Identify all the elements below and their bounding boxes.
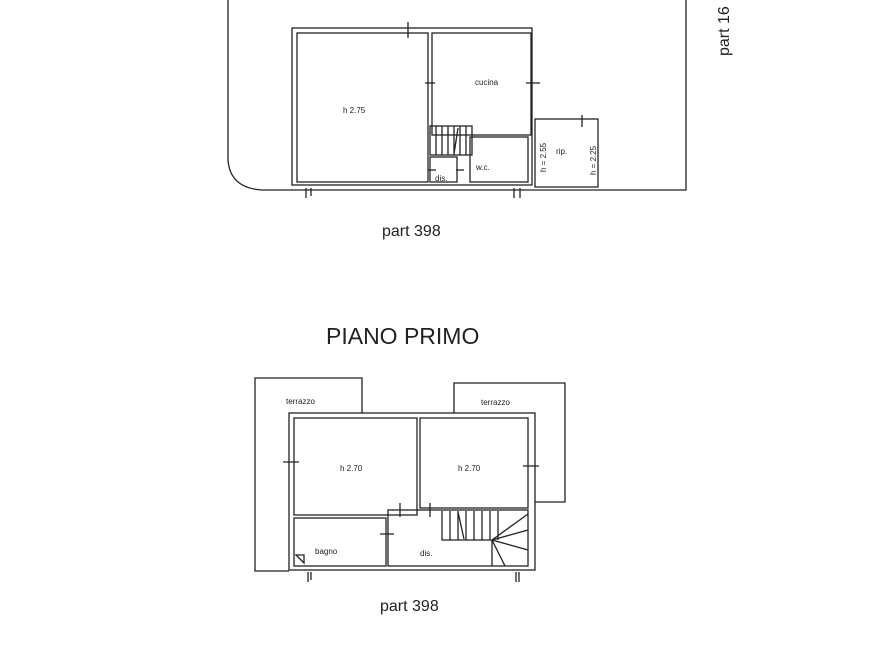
wall-ticks: [305, 188, 521, 198]
label-hall: dis.: [435, 174, 447, 183]
ground-floor-plan: h 2.75 cucina w.c. dis. rip. h = 2.55 h …: [291, 22, 599, 198]
label-bathroom: bagno: [315, 547, 338, 556]
room-storage: [534, 118, 599, 188]
label-terrace-right: terrazzo: [481, 398, 510, 407]
stairs: [429, 125, 473, 156]
label-hall-first: dis.: [420, 549, 432, 558]
parcel-label-first: part 398: [380, 598, 439, 615]
label-room-right: h 2.70: [458, 464, 481, 473]
room-left: [293, 417, 418, 516]
first-floor-plan: terrazzo terrazzo h 2.70 h 2.70 bagno di…: [254, 377, 566, 582]
ground-outer-wall: [291, 27, 533, 186]
label-kitchen: cucina: [475, 78, 499, 87]
label-terrace-left: terrazzo: [286, 397, 315, 406]
stair-steps: [435, 126, 467, 155]
parcel-label-ground: part 398: [382, 223, 441, 240]
room-bathroom: [293, 517, 387, 567]
site-boundary: [227, 0, 687, 191]
door-marks: [407, 22, 583, 171]
terrace-left: [254, 377, 363, 572]
label-height-wc: h = 2.55: [539, 142, 548, 172]
label-room-left: h 2.70: [340, 464, 363, 473]
room-hall-first: [387, 509, 529, 567]
label-wc: w.c.: [475, 163, 490, 172]
door-marks-first: [283, 461, 539, 535]
room-right: [419, 417, 529, 509]
parcel-label-right: part 16: [716, 6, 733, 56]
room-living: [296, 32, 429, 183]
floor-title: PIANO PRIMO: [326, 323, 479, 349]
terrace-right: [453, 382, 566, 503]
stairs-first: [441, 511, 529, 567]
label-living: h 2.75: [343, 106, 366, 115]
room-wc: [469, 136, 529, 183]
first-outer-wall: [288, 412, 536, 571]
wall-ticks-first: [307, 572, 520, 582]
shaft: [294, 554, 305, 565]
room-kitchen: [431, 32, 532, 136]
label-height-storage: h = 2.25: [589, 145, 598, 175]
label-storage: rip.: [556, 147, 567, 156]
